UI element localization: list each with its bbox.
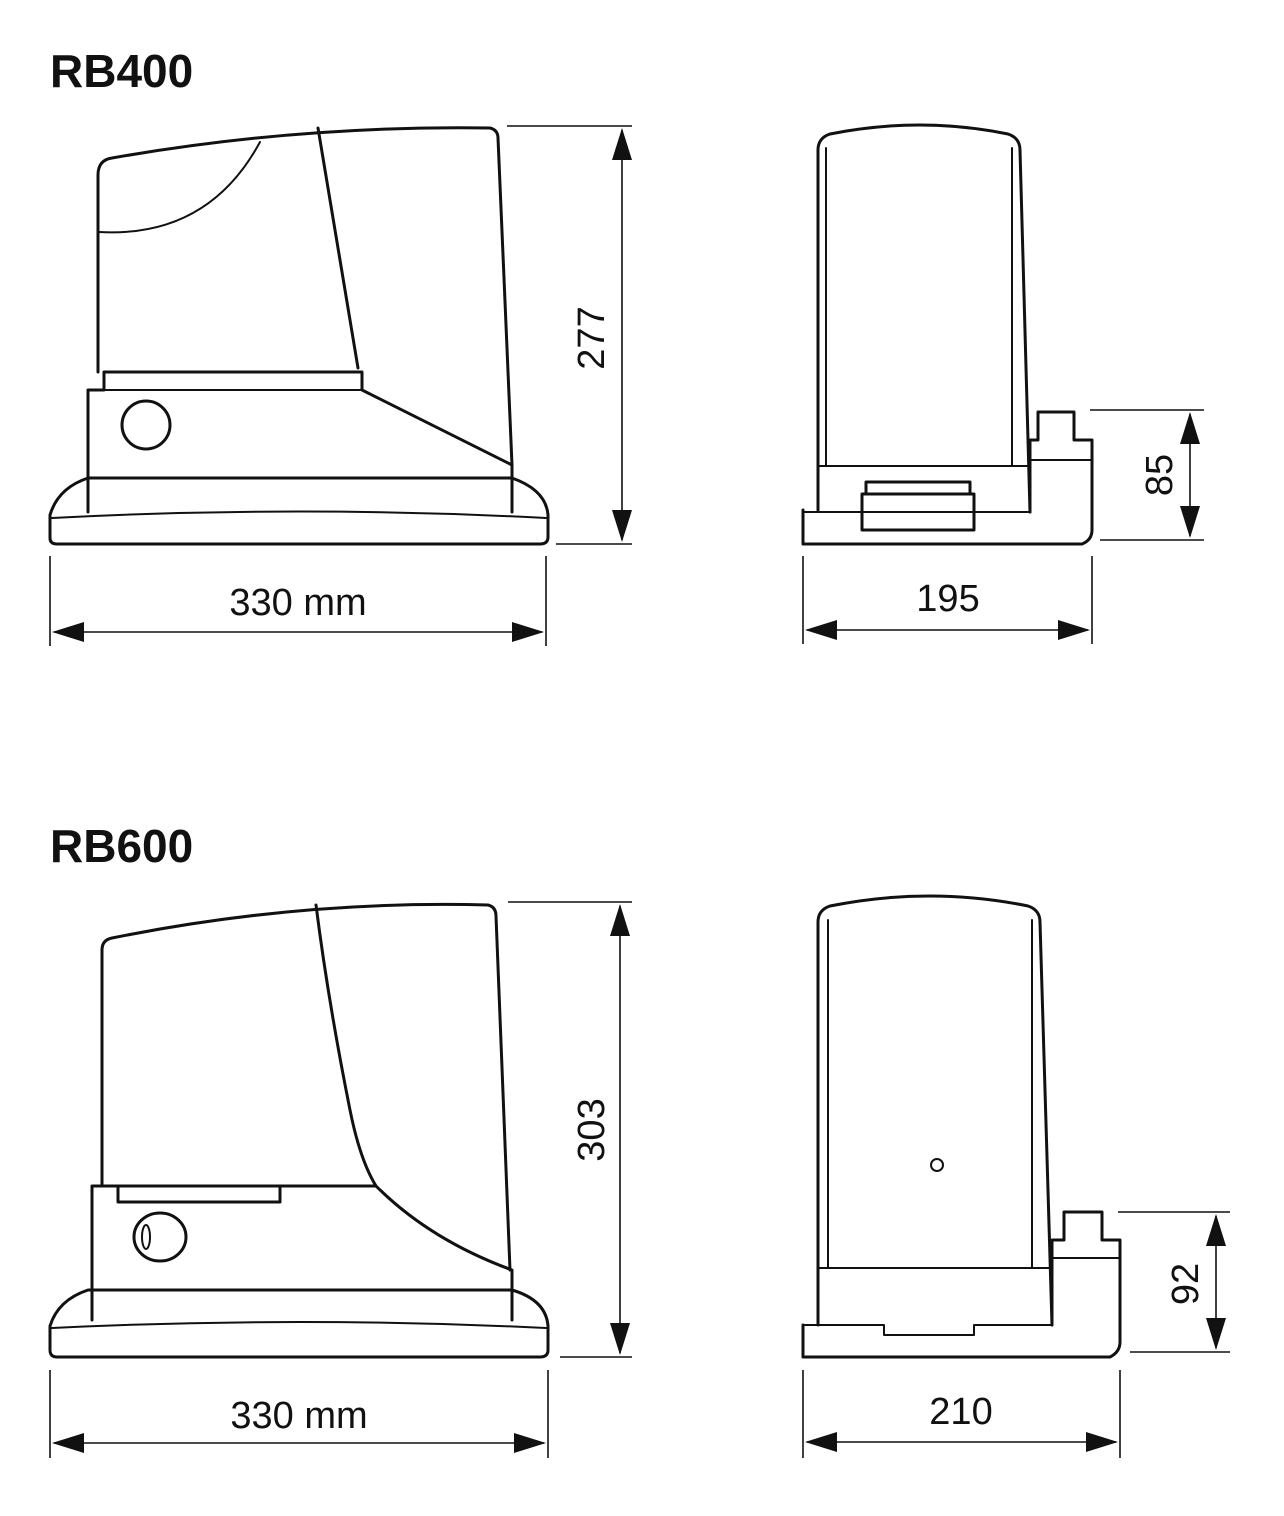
rb400-base-height-label: 85	[1139, 454, 1181, 496]
rb600-width-label: 330 mm	[230, 1395, 367, 1437]
rb400-width-label: 330 mm	[229, 582, 366, 624]
rb400-front-width-dimension	[802, 556, 1093, 644]
rb600-front-width-dimension	[802, 1370, 1121, 1458]
rb600-title: RB600	[50, 820, 194, 872]
rb600-side-view	[48, 902, 550, 1359]
rb600-front-width-label: 210	[929, 1391, 992, 1433]
rb400-side-view	[48, 126, 550, 546]
rb400-front-view	[801, 123, 1094, 546]
rb600-height-label: 303	[571, 1098, 613, 1161]
rb400-front-width-label: 195	[916, 578, 979, 620]
rb600-height-dimension	[508, 901, 632, 1358]
rb400-height-dimension	[507, 125, 632, 545]
rb600-width-dimension	[49, 1370, 549, 1458]
rb400-base-height-dimension	[1090, 409, 1204, 541]
rb600-front-view	[801, 894, 1122, 1359]
rb600-base-height-dimension	[1118, 1211, 1230, 1353]
rb400-height-label: 277	[571, 306, 613, 369]
rb600-base-height-label: 92	[1165, 1263, 1207, 1305]
rb400-width-dimension	[49, 556, 547, 646]
rb400-title: RB400	[50, 45, 194, 97]
